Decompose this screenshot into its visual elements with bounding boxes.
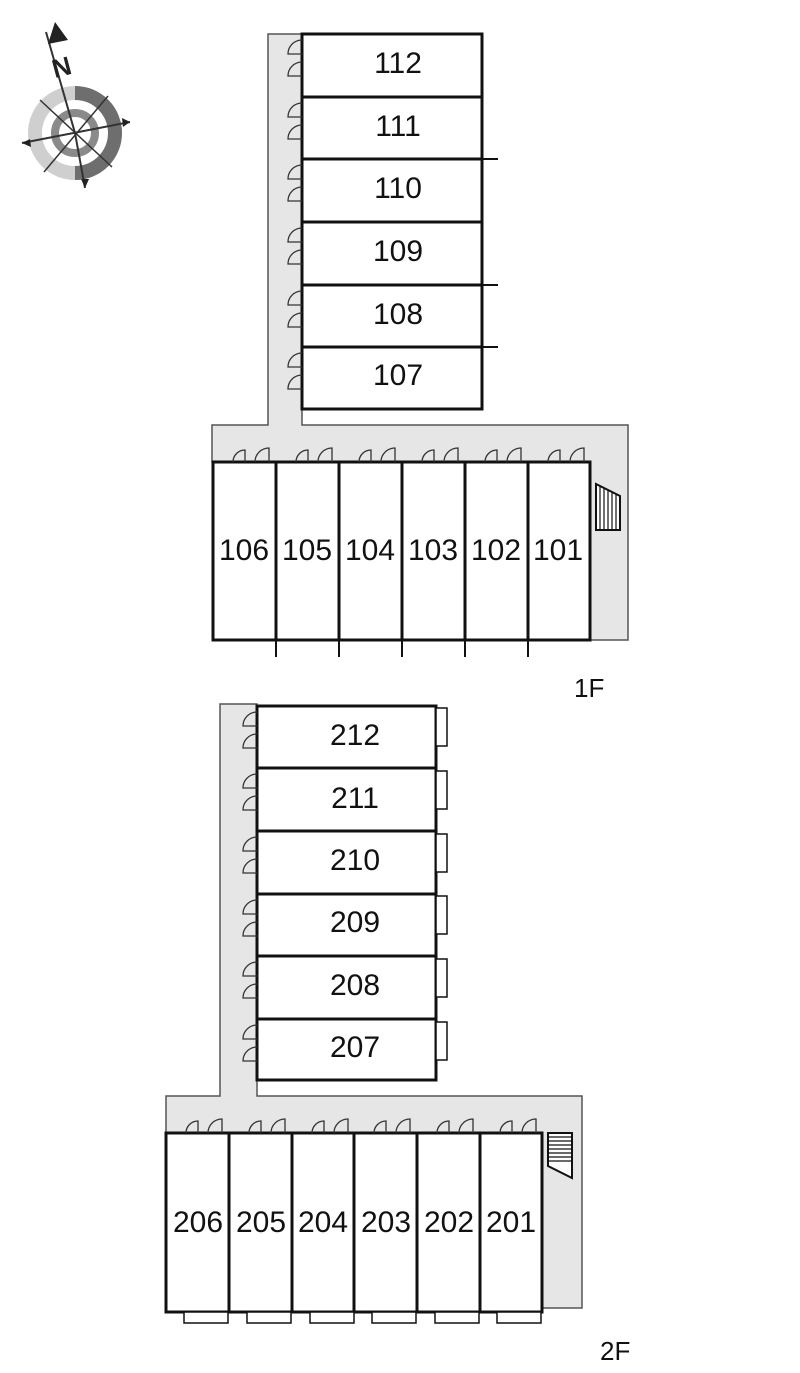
floor-2f: 212 211 210 209 208 207: [164, 703, 630, 1366]
unit-label: 210: [330, 844, 380, 877]
compass-north-label: N: [49, 50, 75, 84]
row-units-2f: 206 205 204 203 202 201: [164, 1131, 544, 1314]
door-swings-row-1f: [232, 447, 585, 463]
floor-label-1f: 1F: [574, 673, 604, 703]
unit-204: 204: [290, 1131, 356, 1314]
unit-112: 112: [300, 32, 484, 99]
unit-label: 112: [374, 47, 422, 80]
stairs-icon: [595, 482, 621, 531]
unit-208: 208: [255, 954, 438, 1021]
unit-label: 206: [173, 1206, 223, 1239]
unit-201: 201: [478, 1131, 544, 1314]
unit-101: 101: [526, 460, 592, 642]
unit-203: 203: [352, 1131, 419, 1314]
unit-103: 103: [400, 460, 467, 642]
balconies-wing-2f: [435, 707, 448, 1061]
unit-label: 212: [330, 719, 380, 752]
unit-109: 109: [300, 220, 484, 287]
wing-units-1f: 112 111 110 109 108 107: [300, 32, 498, 411]
unit-205: 205: [227, 1131, 294, 1314]
unit-104: 104: [337, 460, 404, 642]
unit-label: 102: [471, 534, 521, 567]
unit-label: 101: [533, 534, 583, 567]
unit-label: 106: [219, 534, 269, 567]
balconies-row-2f: [183, 1311, 542, 1324]
unit-212: 212: [255, 704, 438, 770]
unit-label: 108: [373, 298, 423, 331]
floor-label-2f: 2F: [600, 1336, 630, 1366]
unit-210: 210: [255, 829, 438, 896]
unit-label: 202: [424, 1206, 474, 1239]
unit-209: 209: [255, 892, 438, 958]
wing-units-2f: 212 211 210 209 208 207: [255, 704, 438, 1082]
door-swings-wing-1f: [287, 39, 303, 390]
unit-label: 107: [373, 359, 423, 392]
floor-1f: 112 111 110 109 108 107: [211, 32, 629, 703]
unit-label: 111: [375, 110, 421, 143]
compass-rose-icon: N: [21, 22, 131, 189]
unit-label: 201: [486, 1206, 536, 1239]
unit-label: 207: [330, 1031, 380, 1064]
unit-108: 108: [300, 283, 484, 349]
row-units-1f: 106 105 104 103 102 101: [211, 460, 592, 657]
unit-label: 208: [330, 969, 380, 1002]
unit-label: 104: [345, 534, 395, 567]
unit-106: 106: [211, 460, 278, 642]
door-swings-row-2f: [185, 1118, 537, 1134]
unit-label: 211: [331, 782, 379, 815]
unit-105: 105: [274, 460, 341, 642]
stairs-icon: [547, 1132, 573, 1180]
unit-211: 211: [255, 766, 438, 833]
unit-107: 107: [300, 345, 484, 411]
unit-label: 203: [361, 1206, 411, 1239]
unit-label: 110: [374, 172, 422, 205]
unit-111: 111: [300, 95, 484, 161]
unit-206: 206: [164, 1131, 231, 1314]
unit-110: 110: [300, 157, 484, 224]
unit-label: 109: [373, 235, 423, 268]
unit-label: 205: [236, 1206, 286, 1239]
door-swings-wing-2f: [242, 711, 258, 1062]
unit-label: 105: [282, 534, 332, 567]
unit-label: 209: [330, 906, 380, 939]
unit-label: 103: [408, 534, 458, 567]
unit-202: 202: [415, 1131, 482, 1314]
unit-label: 204: [298, 1206, 348, 1239]
unit-102: 102: [463, 460, 530, 642]
unit-207: 207: [255, 1017, 438, 1082]
